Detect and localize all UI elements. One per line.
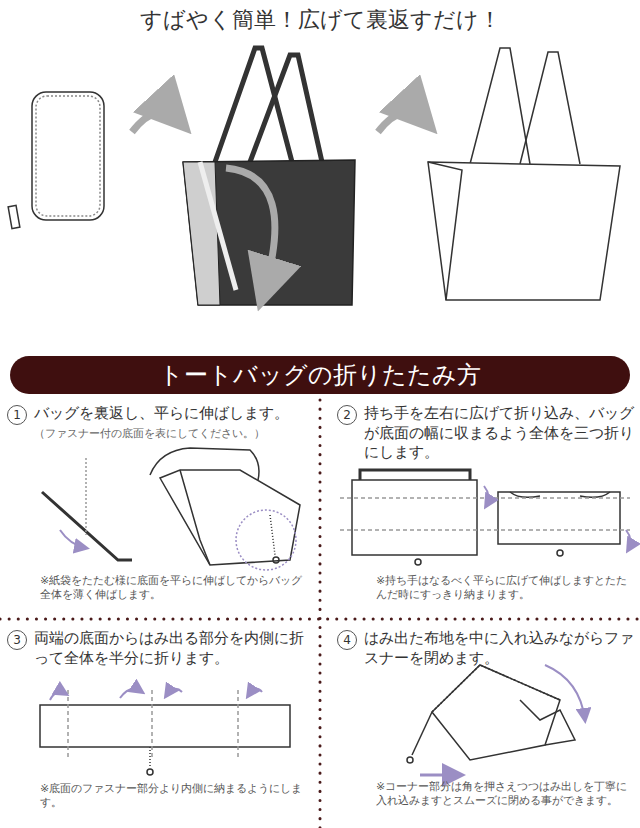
arrow (132, 113, 182, 132)
note-text: ※コーナー部分は角を押さえつつはみ出しを丁寧に入れ込みますとスムーズに閉める事が… (376, 780, 636, 808)
tote-bag (428, 48, 620, 300)
banner-band: トートバッグの折りたたみ方 (10, 356, 630, 394)
divider (0, 400, 640, 828)
inside-out-bag (183, 48, 355, 305)
sub-text: （ファスナー付の底面を表にしてください。） (34, 427, 316, 441)
step1-figure (42, 448, 300, 570)
callout-number: 4 (337, 630, 357, 650)
step4-figure (407, 665, 585, 775)
callout-number: 1 (7, 405, 27, 425)
title: すばやく簡単！広げて裏返すだけ！ (0, 6, 640, 35)
step-text: はみ出た布地を中に入れ込みながらファスナーを閉めます。 (364, 629, 634, 668)
step2-figure (340, 470, 631, 565)
step-text: 持ち手を左右に広げて折り込み、バッグが底面の幅に収まるよう全体を三つ折りにします… (364, 404, 634, 463)
note-text: ※持ち手はなるべく平らに広げて伸ばしますとたたんだ時にすっきり納まります。 (376, 574, 632, 602)
arrow (378, 113, 428, 132)
callout-number: 2 (337, 405, 357, 425)
pouch (8, 92, 104, 229)
note-text: ※底面のファスナー部分より内側に納まるようにします。 (40, 782, 312, 810)
banner-text: トートバッグの折りたたみ方 (159, 359, 481, 391)
callout-number: 3 (7, 630, 27, 650)
step-text: 両端の底面からはみ出る部分を内側に折って全体を半分に折ります。 (34, 629, 316, 668)
step-text: バッグを裏返し、平らに伸ばします。 (34, 404, 316, 424)
note-text: ※紙袋をたたむ様に底面を平らに伸ばしてからバッグ全体を薄く伸ばします。 (40, 574, 312, 602)
step3-figure (40, 689, 290, 775)
